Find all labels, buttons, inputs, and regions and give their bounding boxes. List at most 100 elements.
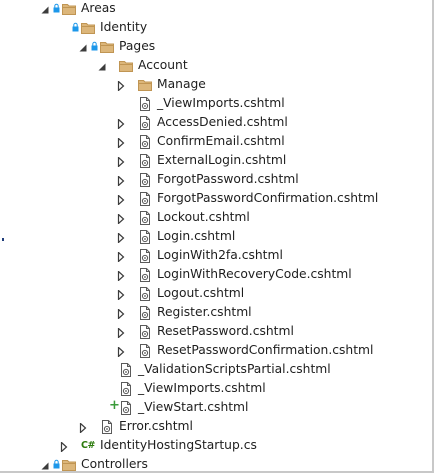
razor-file-icon	[118, 362, 134, 378]
tree-row[interactable]: _ViewImports.cshtml	[0, 379, 420, 398]
razor-file-icon	[137, 191, 153, 207]
tree-item-label: _ValidationScriptsPartial.cshtml	[138, 362, 331, 376]
collapsed-arrow-icon[interactable]	[116, 118, 126, 130]
tree-row[interactable]: Account	[0, 56, 420, 75]
tree-item-label: Pages	[119, 39, 156, 53]
collapsed-arrow-icon[interactable]	[116, 232, 126, 244]
tree-item-label: _ViewImports.cshtml	[138, 381, 266, 395]
tree-row[interactable]: Identity	[0, 18, 420, 37]
tree-row[interactable]: + _ViewStart.cshtml	[0, 398, 420, 417]
lock-icon	[72, 21, 79, 32]
razor-file-icon	[137, 115, 153, 131]
collapsed-arrow-icon[interactable]	[116, 213, 126, 225]
tree-item-label: Login.cshtml	[157, 229, 236, 243]
tree-item-label: Logout.cshtml	[157, 286, 245, 300]
tree-item-label: LoginWith2fa.cshtml	[157, 248, 283, 262]
tree-item-label: ConfirmEmail.cshtml	[157, 134, 285, 148]
expanded-arrow-icon[interactable]	[40, 4, 50, 14]
collapsed-arrow-icon[interactable]	[116, 251, 126, 263]
razor-file-icon	[137, 134, 153, 150]
collapsed-arrow-icon[interactable]	[116, 289, 126, 301]
razor-file-icon	[137, 267, 153, 283]
tree-row[interactable]: Pages	[0, 37, 420, 56]
expanded-arrow-icon[interactable]	[97, 61, 107, 71]
tree-row[interactable]: Controllers	[0, 455, 420, 473]
razor-file-icon	[137, 305, 153, 321]
tree-row[interactable]: Manage	[0, 75, 420, 94]
collapsed-arrow-icon[interactable]	[116, 308, 126, 320]
razor-file-icon	[137, 153, 153, 169]
tree-row[interactable]: Error.cshtml	[0, 417, 420, 436]
window-border-right	[432, 0, 434, 473]
tree-item-label: IdentityHostingStartup.cs	[100, 438, 257, 452]
tree-row[interactable]: Lockout.cshtml	[0, 208, 420, 227]
razor-file-icon	[137, 172, 153, 188]
tree-item-label: Register.cshtml	[157, 305, 252, 319]
tree-row[interactable]: ForgotPasswordConfirmation.cshtml	[0, 189, 420, 208]
razor-file-icon	[118, 400, 134, 416]
tree-row[interactable]: Login.cshtml	[0, 227, 420, 246]
window-border-bottom	[0, 471, 434, 473]
collapsed-arrow-icon[interactable]	[116, 156, 126, 168]
folder-icon	[61, 1, 77, 17]
folder-icon	[80, 20, 96, 36]
collapsed-arrow-icon[interactable]	[116, 346, 126, 358]
folder-icon	[61, 457, 77, 473]
tree-item-label: ForgotPasswordConfirmation.cshtml	[157, 191, 379, 205]
tree-item-label: Areas	[81, 1, 116, 15]
tree-row[interactable]: AccessDenied.cshtml	[0, 113, 420, 132]
tree-item-label: Controllers	[81, 457, 148, 471]
razor-file-icon	[99, 419, 115, 435]
collapsed-arrow-icon[interactable]	[116, 80, 126, 92]
folder-icon	[99, 39, 115, 55]
tree-row[interactable]: ConfirmEmail.cshtml	[0, 132, 420, 151]
tree-row[interactable]: ResetPassword.cshtml	[0, 322, 420, 341]
tree-row[interactable]: C# IdentityHostingStartup.cs	[0, 436, 420, 455]
collapsed-arrow-icon[interactable]	[116, 175, 126, 187]
folder-icon	[137, 77, 153, 93]
tree-item-label: LoginWithRecoveryCode.cshtml	[157, 267, 352, 281]
lock-icon	[91, 40, 98, 51]
razor-file-icon	[137, 324, 153, 340]
tree-item-label: ForgotPassword.cshtml	[157, 172, 299, 186]
expanded-arrow-icon[interactable]	[40, 460, 50, 470]
tree-item-label: Error.cshtml	[119, 419, 193, 433]
tree-row[interactable]: Logout.cshtml	[0, 284, 420, 303]
expanded-arrow-icon[interactable]	[78, 42, 88, 52]
collapsed-arrow-icon[interactable]	[78, 422, 88, 434]
tree-item-label: _ViewStart.cshtml	[138, 400, 249, 414]
collapsed-arrow-icon[interactable]	[116, 270, 126, 282]
tree-row[interactable]: LoginWith2fa.cshtml	[0, 246, 420, 265]
razor-file-icon	[118, 381, 134, 397]
collapsed-arrow-icon[interactable]	[59, 441, 69, 453]
razor-file-icon	[137, 96, 153, 112]
collapsed-arrow-icon[interactable]	[116, 137, 126, 149]
tree-item-label: ResetPassword.cshtml	[157, 324, 294, 338]
razor-file-icon	[137, 286, 153, 302]
collapsed-arrow-icon[interactable]	[116, 327, 126, 339]
razor-file-icon	[137, 248, 153, 264]
tree-item-label: Lockout.cshtml	[157, 210, 250, 224]
pending-add-icon: +	[109, 398, 120, 413]
tree-row[interactable]: ResetPasswordConfirmation.cshtml	[0, 341, 420, 360]
tree-item-label: ResetPasswordConfirmation.cshtml	[157, 343, 374, 357]
razor-file-icon	[137, 343, 153, 359]
collapsed-arrow-icon[interactable]	[116, 194, 126, 206]
tree-item-label: Manage	[157, 77, 206, 91]
tree-row[interactable]: _ViewImports.cshtml	[0, 94, 420, 113]
tree-row[interactable]: _ValidationScriptsPartial.cshtml	[0, 360, 420, 379]
splitter-marker	[2, 238, 4, 241]
tree-row[interactable]: LoginWithRecoveryCode.cshtml	[0, 265, 420, 284]
razor-file-icon	[137, 210, 153, 226]
tree-row[interactable]: Areas	[0, 0, 420, 18]
tree-item-label: Identity	[100, 20, 148, 34]
tree-item-label: ExternalLogin.cshtml	[157, 153, 287, 167]
csharp-file-icon: C#	[81, 440, 95, 451]
tree-item-label: AccessDenied.cshtml	[157, 115, 288, 129]
tree-row[interactable]: ExternalLogin.cshtml	[0, 151, 420, 170]
tree-item-label: _ViewImports.cshtml	[157, 96, 285, 110]
tree-row[interactable]: Register.cshtml	[0, 303, 420, 322]
tree-row[interactable]: ForgotPassword.cshtml	[0, 170, 420, 189]
tree-item-label: Account	[138, 58, 188, 72]
